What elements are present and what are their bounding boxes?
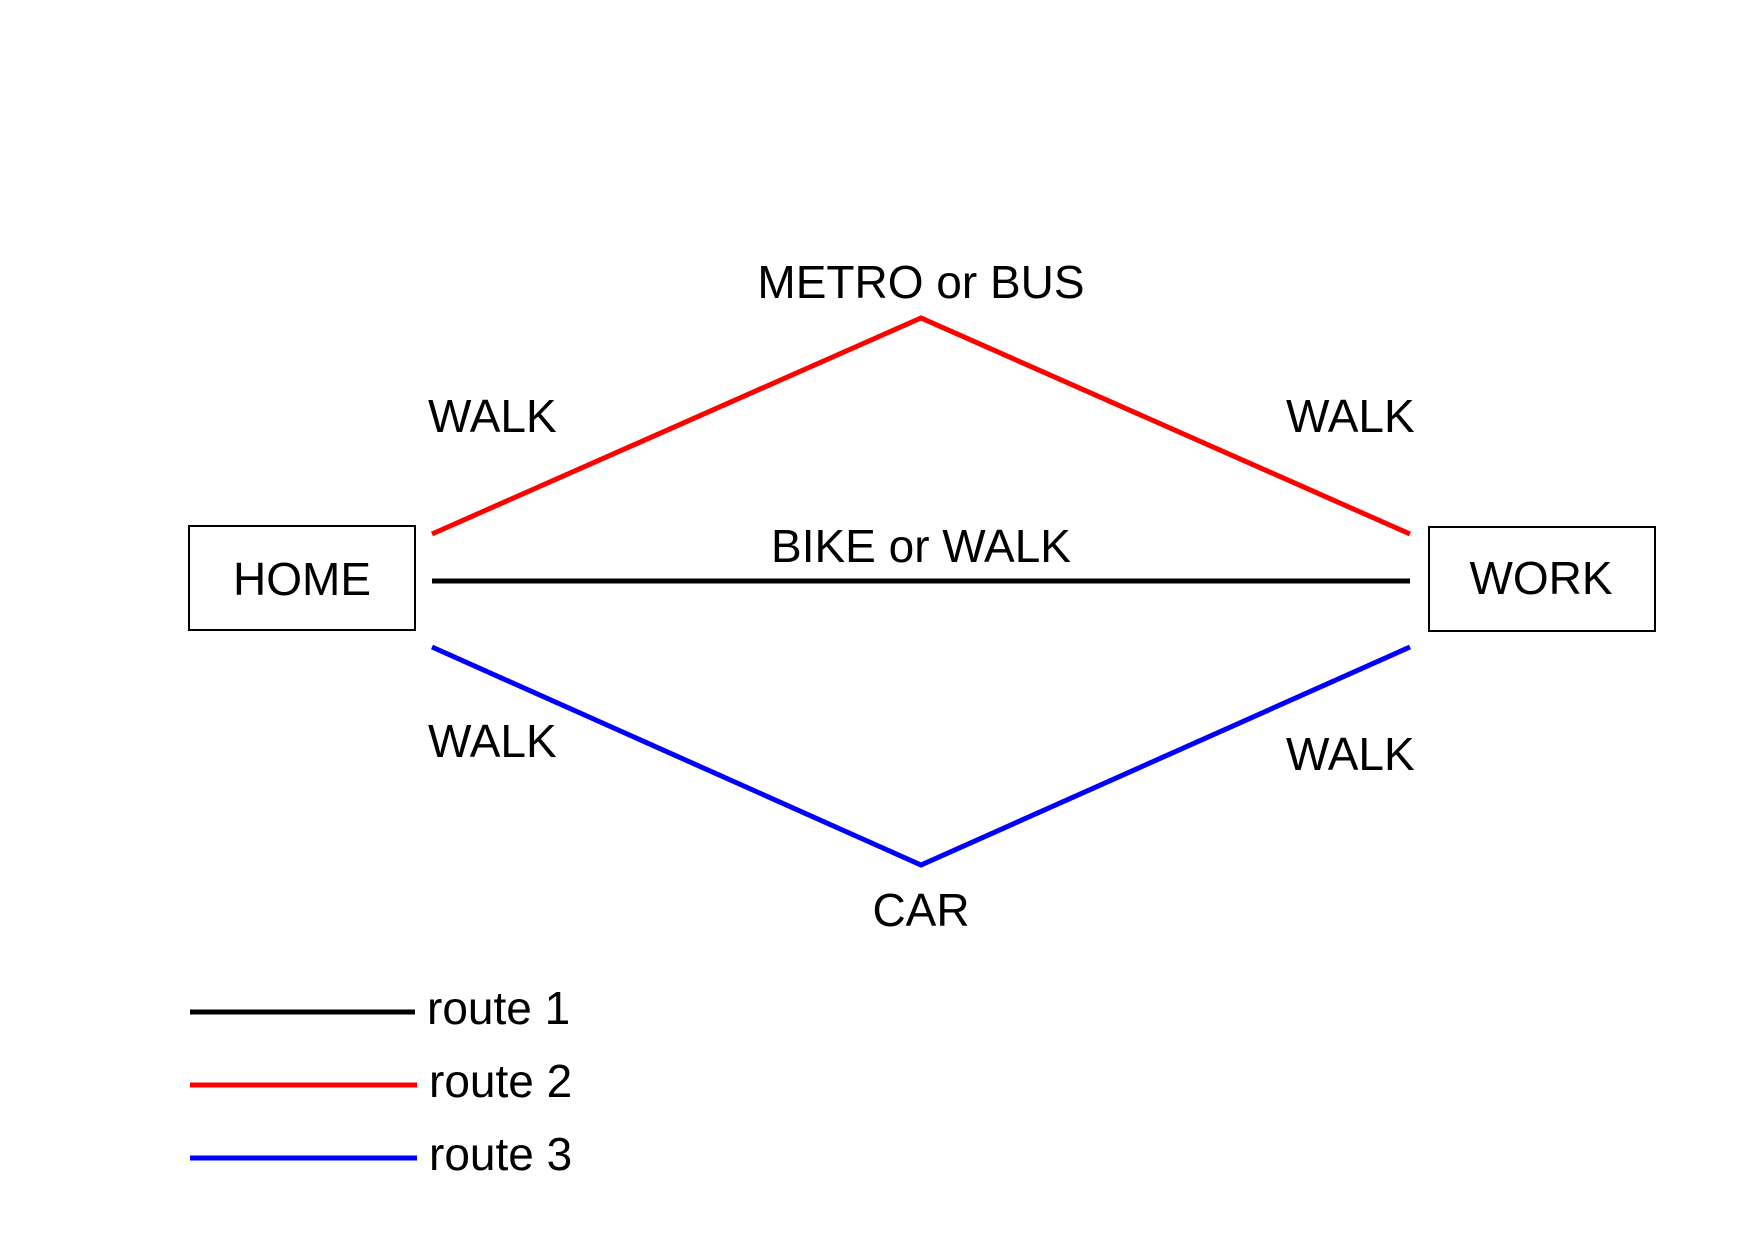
route-3-walk-right-label: WALK	[1286, 728, 1415, 780]
legend-item-route-3: route 3	[190, 1128, 572, 1180]
legend-label-route-1: route 1	[427, 982, 570, 1034]
legend-item-route-1: route 1	[190, 982, 570, 1034]
route-1-mode-label: BIKE or WALK	[771, 520, 1071, 572]
route-2-line	[430, 315, 1412, 537]
home-label: HOME	[233, 553, 371, 605]
route-2-mode-label: METRO or BUS	[757, 256, 1084, 308]
legend-label-route-3: route 3	[429, 1128, 572, 1180]
home-node: HOME	[188, 525, 416, 631]
route-3-walk-left-label: WALK	[428, 715, 557, 767]
work-box	[1428, 526, 1656, 632]
route-3-mode-label: CAR	[872, 884, 969, 936]
legend: route 1 route 2 route 3	[190, 982, 572, 1180]
route-2-walk-right-label: WALK	[1286, 390, 1415, 442]
route-2-walk-left-label: WALK	[428, 390, 557, 442]
home-box	[188, 525, 416, 631]
legend-label-route-2: route 2	[429, 1055, 572, 1107]
work-label: WORK	[1469, 552, 1612, 604]
route-3-line	[430, 644, 1412, 868]
work-node: WORK	[1428, 526, 1656, 632]
legend-item-route-2: route 2	[190, 1055, 572, 1107]
